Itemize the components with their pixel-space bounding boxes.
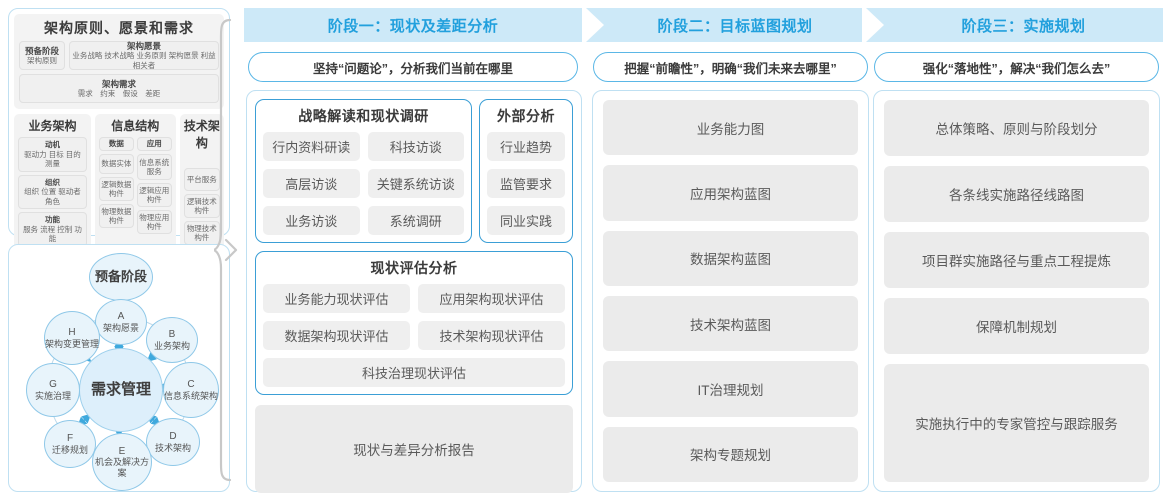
adm-node-preliminary: 预备阶段: [89, 253, 153, 301]
architecture-vision-block: 架构愿景 业务战略 技术战略 业务原则 架构愿景 利益相关者: [69, 41, 219, 70]
strategy-research-card: 战略解读和现状调研 行内资料研读 科技访谈 高层访谈 关键系统访谈 业务访谈 系…: [255, 99, 472, 243]
architecture-requirement-title: 架构需求: [101, 78, 136, 89]
physical-application-component-cell: 物理应用构件: [136, 210, 172, 234]
architecture-vision-items: 业务战略 技术战略 业务原则 架构愿景 利益相关者: [72, 51, 216, 70]
chip-item[interactable]: 关键系统访谈: [367, 169, 464, 198]
technology-architecture-head: 技术架构: [183, 119, 220, 150]
organization-title: 组织: [44, 177, 60, 187]
phase-banner-strip: [244, 8, 1163, 42]
implementation-tile[interactable]: 项目群实施路径与重点工程提炼: [884, 232, 1149, 289]
chip-item[interactable]: 高层访谈: [263, 169, 360, 198]
adm-node-a: A 架构愿景: [95, 299, 147, 345]
blueprint-tile[interactable]: 技术架构蓝图: [603, 295, 858, 352]
data-subhead: 数据: [98, 137, 134, 151]
chip-item[interactable]: 行内资料研读: [263, 132, 360, 161]
architecture-principles-section: 架构原则、愿景和需求 预备阶段 架构原则 架构愿景 业务战略 技术战略 业务原则…: [14, 14, 224, 109]
implementation-tile[interactable]: 各条线实施路径线路图: [884, 166, 1149, 223]
physical-data-component-cell: 物理数据构件: [98, 204, 134, 228]
logical-technology-component-cell: 逻辑技术构件: [183, 194, 220, 218]
adm-node-e: E 机会及解决方案: [92, 433, 152, 491]
togaf-adm-cycle-panel: 预备阶段 需求管理 A 架构愿景 B 业务架构 C 信息系统架构: [8, 244, 230, 492]
motivation-cell: 动机 驱动力 目标 目的 测量: [18, 137, 87, 172]
phase-1-report-tile[interactable]: 现状与差异分析报告: [255, 405, 573, 493]
organization-items: 组织 位置 驱动者 角色: [24, 187, 81, 206]
brace-connector: [211, 18, 240, 482]
adm-node-c: C 信息系统架构: [163, 362, 219, 418]
external-analysis-title: 外部分析: [497, 108, 555, 124]
blueprint-tile[interactable]: 数据架构蓝图: [603, 230, 858, 286]
adm-node-b: B 业务架构: [146, 317, 198, 363]
information-structure-column: 信息结构 数据 数据实体 逻辑数据构件: [94, 114, 176, 251]
organization-cell: 组织 组织 位置 驱动者 角色: [18, 174, 87, 209]
phase-1-subtitle: 坚持“问题论”，分析我们当前在哪里: [248, 52, 578, 82]
blueprint-tile[interactable]: 应用架构蓝图: [603, 165, 858, 221]
chip-item[interactable]: 数据架构现状评估: [263, 321, 410, 350]
current-state-assessment-card: 现状评估分析 业务能力现状评估 应用架构现状评估 数据架构现状评估 技术架构现状…: [255, 251, 573, 395]
preliminary-phase-line1: 预备阶段: [24, 45, 59, 56]
function-cell: 功能 服务 流程 控制 功能: [18, 212, 87, 247]
blueprint-tile[interactable]: 业务能力图: [603, 100, 858, 156]
chip-item[interactable]: 同业实践: [487, 206, 565, 235]
strategy-research-title: 战略解读和现状调研: [298, 108, 429, 124]
adm-node-requirements-management: 需求管理: [79, 348, 163, 432]
logical-application-component-cell: 逻辑应用构件: [136, 183, 172, 207]
chip-item[interactable]: 科技访谈: [367, 132, 464, 161]
chip-item[interactable]: 监管要求: [487, 169, 565, 198]
technology-architecture-column: 技术架构 平台服务 逻辑技术构件 物理技术构件: [179, 114, 224, 251]
adm-cycle-diagram: 预备阶段 需求管理 A 架构愿景 B 业务架构 C 信息系统架构: [9, 245, 229, 491]
left-reference-column: 架构原则、愿景和需求 预备阶段 架构原则 架构愿景 业务战略 技术战略 业务原则…: [8, 8, 230, 492]
preliminary-phase-line2: 架构原则: [27, 56, 57, 66]
phase-3-subtitle: 强化“落地性”，解决“我们怎么去”: [874, 52, 1159, 82]
adm-node-h: H 架构变更管理: [44, 311, 100, 365]
chip-item[interactable]: 技术架构现状评估: [418, 321, 565, 350]
adm-node-g: G 实施治理: [26, 363, 80, 417]
togaf-content-framework-panel: 架构原则、愿景和需求 预备阶段 架构原则 架构愿景 业务战略 技术战略 业务原则…: [8, 8, 230, 298]
phase-3-panel: 总体策略、原则与阶段划分 各条线实施路径线路图 项目群实施路径与重点工程提炼 保…: [873, 90, 1160, 492]
preliminary-phase-block: 预备阶段 架构原则: [19, 41, 65, 70]
implementation-tile[interactable]: 总体策略、原则与阶段划分: [884, 100, 1149, 157]
architecture-requirement-items: 需求 约束 假设 差距: [77, 89, 161, 99]
current-state-assessment-title: 现状评估分析: [370, 260, 458, 276]
application-subhead: 应用: [136, 137, 172, 151]
architecture-vision-title: 架构愿景: [126, 40, 161, 51]
information-structure-head: 信息结构: [111, 119, 160, 133]
logical-data-component-cell: 逻辑数据构件: [98, 177, 134, 201]
phase-2-subtitle: 把握“前瞻性”，明确“我们未来去哪里”: [593, 52, 868, 82]
chevron-separator-2: [862, 8, 888, 42]
chip-item[interactable]: 科技治理现状评估: [263, 358, 565, 387]
function-items: 服务 流程 控制 功能: [23, 224, 82, 244]
chip-item[interactable]: 应用架构现状评估: [418, 284, 565, 313]
chip-item[interactable]: 业务能力现状评估: [263, 284, 410, 313]
data-entity-cell: 数据实体: [98, 154, 134, 174]
togaf-section-title: 架构原则、愿景和需求: [44, 20, 194, 36]
chip-item[interactable]: 业务访谈: [263, 206, 360, 235]
motivation-items: 驱动力 目标 目的 测量: [24, 149, 81, 169]
function-title: 功能: [44, 215, 60, 224]
architecture-requirement-block: 架构需求 需求 约束 假设 差距: [19, 74, 219, 103]
chip-item[interactable]: 系统调研: [367, 206, 464, 235]
phase-1-panel: 战略解读和现状调研 行内资料研读 科技访谈 高层访谈 关键系统访谈 业务访谈 系…: [246, 90, 582, 493]
blueprint-tile[interactable]: 架构专题规划: [603, 426, 858, 482]
information-system-service-cell: 信息系统服务: [136, 154, 172, 180]
brace-icon: [211, 18, 238, 482]
adm-node-f: F 迁移规划: [44, 420, 96, 468]
data-subcolumn: 数据 数据实体 逻辑数据构件 物理数据构件: [98, 137, 134, 234]
business-architecture-head: 业务架构: [28, 119, 77, 133]
business-architecture-column: 业务架构 动机 驱动力 目标 目的 测量 组织 组织 位置 驱动者 角色 功能 …: [14, 114, 91, 251]
application-subcolumn: 应用 信息系统服务 逻辑应用构件 物理应用构件: [136, 137, 172, 234]
phase-2-banner-label: 阶段二：目标蓝图规划: [657, 17, 813, 35]
chevron-separator-1: [582, 8, 608, 42]
chip-item[interactable]: 行业趋势: [487, 132, 565, 161]
implementation-tile[interactable]: 实施执行中的专家管控与跟踪服务: [884, 364, 1149, 482]
physical-technology-component-cell: 物理技术构件: [183, 221, 220, 245]
phase-2-panel: 业务能力图 应用架构蓝图 数据架构蓝图 技术架构蓝图 IT治理规划 架构专题规划: [592, 90, 869, 492]
adm-node-d: D 技术架构: [146, 418, 200, 466]
implementation-tile[interactable]: 保障机制规划: [884, 298, 1149, 355]
phase-1-banner-label: 阶段一：现状及差距分析: [327, 17, 499, 35]
external-analysis-card: 外部分析 行业趋势 监管要求 同业实践: [479, 99, 573, 243]
phase-3-banner-label: 阶段三：实施规划: [961, 17, 1086, 35]
motivation-title: 动机: [44, 140, 60, 149]
platform-service-cell: 平台服务: [183, 168, 220, 191]
blueprint-tile[interactable]: IT治理规划: [603, 361, 858, 417]
